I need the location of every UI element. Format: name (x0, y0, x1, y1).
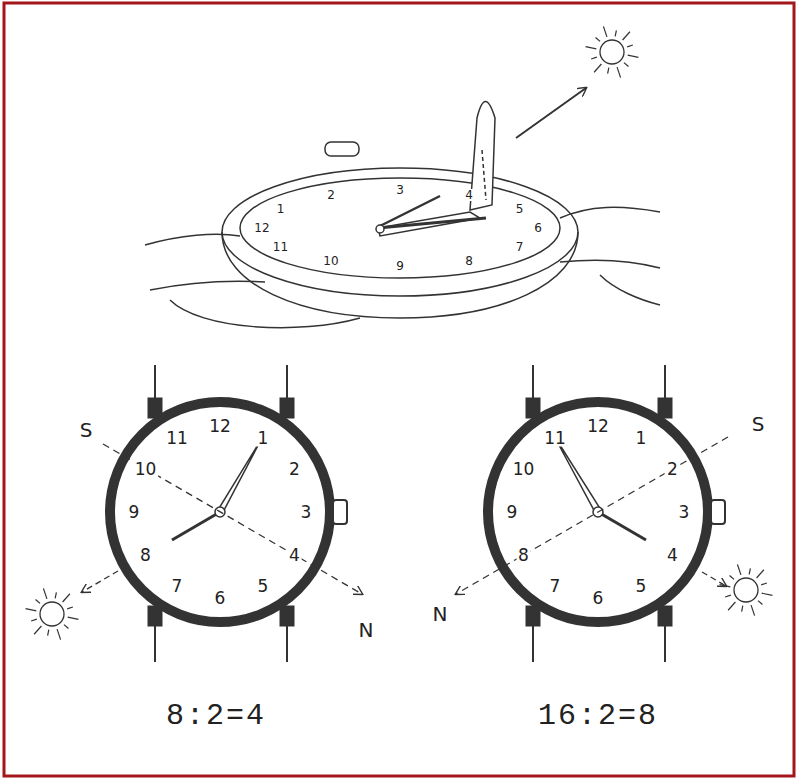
sun-ray (737, 564, 740, 574)
dial-number: 7 (548, 578, 563, 595)
dial-number: 10 (321, 255, 340, 267)
dial-number: 3 (299, 504, 314, 521)
dial-number: 10 (511, 461, 537, 478)
dial-number: 6 (213, 590, 228, 607)
direction-letter: N (357, 620, 376, 640)
sun-ray (55, 592, 56, 598)
dial-number: 11 (164, 429, 190, 446)
sun-ray (586, 47, 597, 49)
sun-ray (749, 568, 750, 574)
dial-number: 5 (514, 203, 526, 215)
sun-ray (730, 575, 734, 579)
dial-number: 1 (256, 429, 271, 446)
sun-ray (34, 626, 41, 634)
dial-number: 11 (271, 241, 290, 253)
wrist-watch (82, 365, 362, 662)
direction-letter: S (750, 414, 767, 434)
dial-number: 8 (516, 547, 531, 564)
dial-number: 4 (463, 189, 475, 201)
dial-number: 1 (634, 429, 649, 446)
dial-number: 4 (287, 547, 302, 564)
dial-number: 8 (463, 255, 475, 267)
sun-ray (623, 32, 630, 40)
sun-ray (720, 585, 731, 587)
dial-number: 8 (138, 547, 153, 564)
sun-ray (725, 595, 731, 597)
sun-ray (603, 26, 606, 36)
dial-number: 12 (585, 418, 611, 435)
dial-number: 6 (532, 222, 544, 234)
sun-symbol (26, 588, 79, 639)
sun-ray (31, 619, 37, 621)
sun-disc (734, 578, 758, 602)
dial-number: 9 (394, 260, 406, 272)
sun-disc (40, 602, 64, 626)
sun-ray (57, 629, 60, 639)
dial-number: 2 (665, 461, 680, 478)
sun-ray (67, 607, 73, 609)
dial-number: 3 (394, 184, 406, 196)
dial-number: 10 (133, 461, 159, 478)
sun-ray (615, 30, 616, 36)
sun-ray (608, 68, 609, 74)
sun-disc (600, 40, 624, 64)
sun-ray (757, 570, 764, 578)
dial-number: 6 (591, 590, 606, 607)
wrist-watch (456, 365, 728, 662)
dial-number: 9 (505, 504, 520, 521)
dial-number: 7 (170, 578, 185, 595)
dial-number: 12 (207, 418, 233, 435)
dial-number: 4 (665, 547, 680, 564)
dial-number: 2 (287, 461, 302, 478)
sun-ray (758, 601, 762, 605)
sun-ray (751, 605, 754, 615)
sun-ray (48, 630, 49, 636)
dial-number: 9 (127, 504, 142, 521)
sun-ray (591, 57, 597, 59)
sun-ray (742, 606, 743, 612)
sun-ray (624, 63, 628, 67)
direction-letter: N (431, 604, 450, 624)
dial-number: 7 (514, 241, 526, 253)
dial-number: 3 (677, 504, 692, 521)
sun-symbol (720, 564, 773, 615)
calculation-caption: 16:2=8 (536, 701, 660, 731)
sun-ray (64, 625, 68, 629)
sun-ray (68, 617, 79, 619)
dial-number: 11 (542, 429, 568, 446)
direction-letter: S (78, 420, 95, 440)
sun-ray (762, 593, 773, 595)
frame (4, 3, 794, 776)
dial-number: 2 (325, 189, 337, 201)
wrist-watch (145, 88, 660, 328)
dial-number: 5 (634, 578, 649, 595)
sun-ray (596, 37, 600, 41)
sun-ray (728, 602, 735, 610)
sun-ray (63, 594, 70, 602)
sun-ray (26, 609, 37, 611)
sun-ray (36, 599, 40, 603)
sun-symbol (586, 26, 639, 77)
dial-number: 12 (252, 222, 271, 234)
dial-number: 5 (256, 578, 271, 595)
sun-ray (594, 64, 601, 72)
dial-number: 1 (275, 203, 287, 215)
sun-ray (761, 583, 767, 585)
sun-ray (627, 45, 633, 47)
sun-ray (43, 588, 46, 598)
sun-ray (617, 67, 620, 77)
calculation-caption: 8:2=4 (164, 701, 268, 731)
sun-ray (628, 55, 639, 57)
